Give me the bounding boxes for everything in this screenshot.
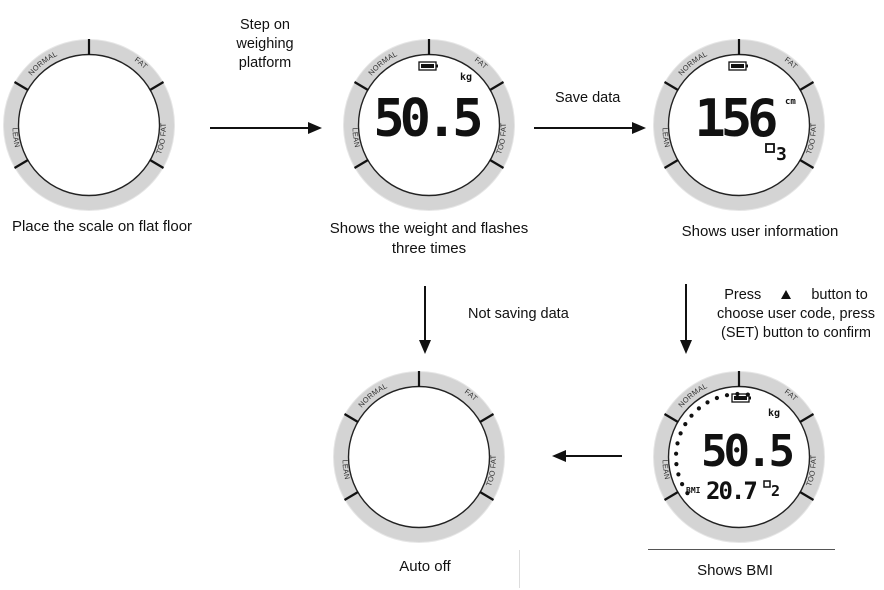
svg-text:LEAN: LEAN bbox=[661, 460, 672, 481]
caption-step-3: Shows user information bbox=[681, 223, 839, 240]
scale-ring: NORMAL FAT LEAN TOO FAT kg 50.5 bbox=[340, 36, 518, 214]
transition-press-line-1: Press button to bbox=[708, 286, 884, 305]
scale-ring: NORMAL FAT LEAN TOO FAT 156 cm 3 bbox=[650, 36, 828, 214]
transition-not-saving: Not saving data bbox=[468, 306, 569, 322]
scale-display-weight: NORMAL FAT LEAN TOO FAT kg 50.5 bbox=[340, 36, 518, 214]
bmi-dot bbox=[696, 406, 701, 411]
scale-display-off-2: NORMAL FAT LEAN TOO FAT bbox=[330, 368, 508, 546]
ring-label-lean: LEAN bbox=[661, 460, 672, 481]
scale-ring: NORMAL FAT LEAN TOO FAT bbox=[330, 368, 508, 546]
transition-step-on-line-2: weighing bbox=[236, 36, 294, 52]
svg-text:LEAN: LEAN bbox=[341, 460, 352, 481]
bmi-value: 20.7 bbox=[706, 477, 756, 505]
svg-text:LEAN: LEAN bbox=[661, 128, 672, 149]
transition-step-on: Step on weighing platform bbox=[222, 16, 308, 73]
transition-press-button: Press button to choose user code, press … bbox=[708, 286, 884, 343]
ring-label-lean: LEAN bbox=[11, 128, 22, 149]
arrow-right-1 bbox=[210, 122, 322, 134]
ring-label-lean: LEAN bbox=[351, 128, 362, 149]
transition-step-on-line-3: platform bbox=[238, 55, 292, 71]
weight-value: 50.5 bbox=[373, 89, 480, 149]
caption-step-4: Shows BMI bbox=[697, 562, 773, 579]
transition-press-line-2: choose user code, press bbox=[717, 306, 875, 322]
bmi-user-code: 2 bbox=[771, 482, 780, 500]
user-code: 3 bbox=[776, 144, 787, 165]
scale-display-off-1: NORMAL FAT LEAN TOO FAT bbox=[0, 36, 178, 214]
svg-text:LEAN: LEAN bbox=[351, 128, 362, 149]
caption-step-1: Place the scale on flat floor bbox=[11, 218, 193, 235]
battery-icon bbox=[728, 61, 748, 71]
caption-step-2-line-2: three times bbox=[391, 240, 467, 257]
bmi-dot bbox=[683, 422, 688, 427]
transition-press-suffix: button to bbox=[811, 287, 868, 303]
bmi-dots-icon bbox=[674, 391, 750, 496]
user-icon bbox=[763, 480, 771, 488]
svg-text:LEAN: LEAN bbox=[11, 128, 22, 149]
bmi-dot bbox=[714, 395, 719, 401]
caption-step-5: Auto off bbox=[399, 558, 451, 575]
bmi-dot bbox=[680, 482, 685, 487]
transition-step-on-line-1: Step on bbox=[240, 17, 290, 33]
weight-unit: kg bbox=[460, 72, 472, 83]
arrow-down-middle bbox=[419, 286, 431, 354]
battery-icon bbox=[731, 393, 751, 403]
bmi-label: BMI bbox=[686, 486, 701, 495]
caption-step-2: Shows the weight and flashes three times bbox=[314, 219, 544, 259]
bmi-dot bbox=[705, 400, 710, 405]
height-value: 156 bbox=[695, 89, 777, 149]
bmi-dot bbox=[674, 451, 679, 456]
user-icon bbox=[765, 143, 775, 153]
caption-step-2-line-1: Shows the weight and flashes bbox=[329, 220, 529, 237]
bmi-dot bbox=[689, 413, 694, 418]
transition-save-data: Save data bbox=[555, 90, 621, 106]
bmi-dot bbox=[735, 391, 740, 397]
bmi-dot bbox=[674, 462, 679, 467]
bmi-dot bbox=[724, 393, 730, 398]
battery-icon bbox=[418, 61, 438, 71]
divider-line bbox=[648, 549, 835, 550]
bmi-dot bbox=[675, 441, 680, 446]
bmi-weight-unit: kg bbox=[768, 408, 780, 419]
ring-label-lean: LEAN bbox=[341, 460, 352, 481]
bmi-dot bbox=[745, 392, 750, 397]
scale-display-bmi: NORMAL FAT LEAN TOO FAT kg 50.5 BMI 20.7… bbox=[650, 368, 828, 546]
ring-label-lean: LEAN bbox=[661, 128, 672, 149]
height-unit: cm bbox=[785, 97, 796, 107]
bmi-dot bbox=[678, 431, 683, 436]
arrow-down-right bbox=[680, 284, 692, 354]
scale-ring: NORMAL FAT LEAN TOO FAT kg 50.5 BMI 20.7… bbox=[650, 368, 828, 546]
bmi-dot bbox=[685, 491, 690, 496]
up-arrow-icon bbox=[781, 290, 792, 300]
divider-line-vertical bbox=[519, 550, 520, 588]
scale-display-user-info: NORMAL FAT LEAN TOO FAT 156 cm 3 bbox=[650, 36, 828, 214]
transition-press-line-3: (SET) button to confirm bbox=[721, 325, 871, 341]
arrow-left bbox=[552, 450, 622, 462]
bmi-dot bbox=[676, 472, 681, 477]
transition-press-word: Press bbox=[724, 287, 762, 303]
scale-ring: NORMAL FAT LEAN TOO FAT bbox=[0, 36, 178, 214]
bmi-weight-value: 50.5 bbox=[701, 426, 792, 477]
arrow-right-2 bbox=[534, 122, 646, 134]
